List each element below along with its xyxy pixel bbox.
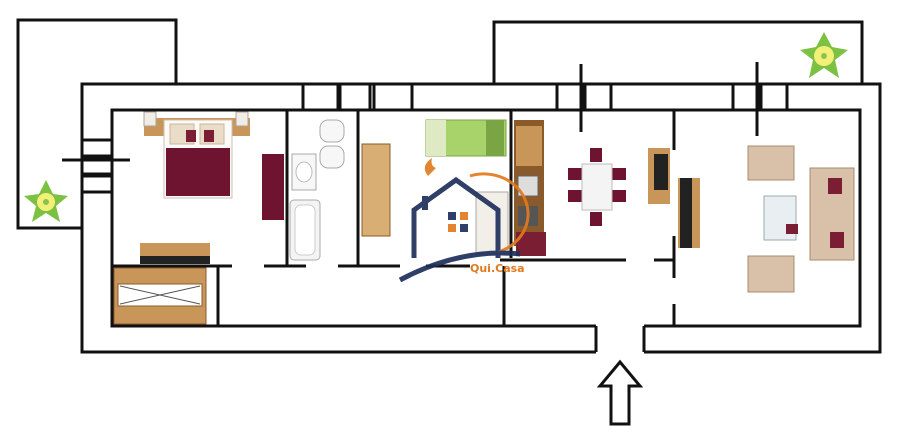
windows-top (301, 62, 789, 136)
double-bed (143, 111, 250, 199)
living-room-sofas (747, 145, 855, 293)
flower-plant-icon (800, 32, 848, 78)
wardrobe (113, 267, 207, 325)
tv-bench (140, 243, 210, 264)
house-logo-icon (398, 158, 530, 283)
window-left (62, 138, 130, 194)
entrance-arrow-icon (596, 359, 644, 426)
desk (475, 191, 509, 255)
single-bed (425, 119, 507, 157)
closet (361, 143, 391, 237)
outer-walls (80, 82, 882, 354)
balcony-right (492, 20, 864, 84)
brand-text: Qui.Casa (470, 262, 525, 275)
flower-plant-icon (24, 180, 68, 222)
tv-stand (648, 148, 700, 248)
dresser (262, 154, 284, 220)
dining-table (568, 148, 626, 226)
bathroom-fixtures (289, 119, 345, 261)
